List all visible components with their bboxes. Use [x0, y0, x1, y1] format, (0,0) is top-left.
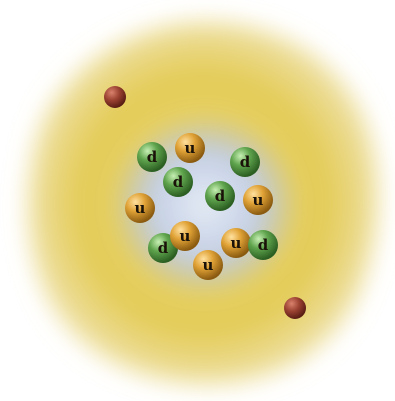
electron [104, 86, 126, 108]
svg-text:u: u [135, 199, 146, 217]
svg-text:d: d [240, 153, 251, 171]
svg-text:u: u [185, 139, 196, 157]
quark-up: u [175, 133, 205, 163]
svg-text:d: d [258, 236, 269, 254]
quark-down: d [205, 181, 235, 211]
quark-up: u [170, 221, 200, 251]
quark-up: u [243, 185, 273, 215]
svg-text:d: d [158, 239, 169, 257]
svg-text:d: d [173, 173, 184, 191]
quark-down: d [230, 147, 260, 177]
svg-text:u: u [203, 256, 214, 274]
quark-up: u [125, 193, 155, 223]
quark-down: d [248, 230, 278, 260]
svg-text:u: u [253, 191, 264, 209]
svg-text:d: d [147, 148, 158, 166]
quark-down: d [137, 142, 167, 172]
electron [284, 297, 306, 319]
svg-text:u: u [180, 227, 191, 245]
svg-text:d: d [215, 187, 226, 205]
quark-up: u [221, 228, 251, 258]
svg-text:u: u [231, 234, 242, 252]
quark-down: d [163, 167, 193, 197]
quark-up: u [193, 250, 223, 280]
